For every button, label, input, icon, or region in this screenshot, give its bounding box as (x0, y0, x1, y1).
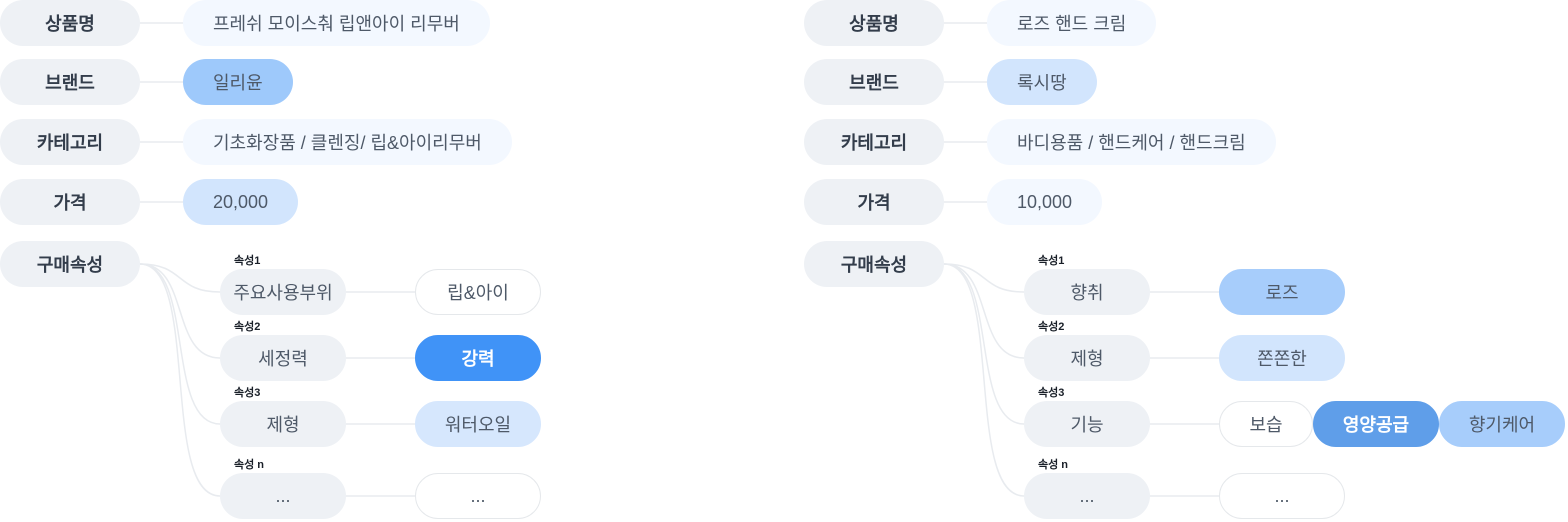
attribute-value: 강력 (415, 335, 541, 381)
brand-key: 브랜드 (804, 59, 944, 105)
product-name-value: 프레쉬 모이스춰 립앤아이 리무버 (183, 0, 490, 46)
attribute-name: ... (1024, 473, 1150, 519)
category-key: 카테고리 (804, 119, 944, 165)
attribute-name: 주요사용부위 (220, 269, 346, 315)
attribute-value: 향기케어 (1439, 401, 1565, 447)
attribute-tag: 속성1 (1038, 255, 1065, 267)
attribute-value: 립&아이 (415, 269, 541, 315)
attribute-name: ... (220, 473, 346, 519)
attribute-tag: 속성3 (1038, 387, 1065, 399)
attribute-name: 향취 (1024, 269, 1150, 315)
attribute-value: 쫀쫀한 (1219, 335, 1345, 381)
attribute-value: 로즈 (1219, 269, 1345, 315)
brand-value: 일리윤 (183, 59, 293, 105)
category-value: 바디용품 / 핸드케어 / 핸드크림 (987, 119, 1276, 165)
category-key: 카테고리 (0, 119, 140, 165)
attribute-name: 세정력 (220, 335, 346, 381)
price-key: 가격 (804, 179, 944, 225)
attribute-value: ... (415, 473, 541, 519)
brand-key: 브랜드 (0, 59, 140, 105)
attribute-value: 영양공급 (1313, 401, 1439, 447)
price-key: 가격 (0, 179, 140, 225)
product-name-value: 로즈 핸드 크림 (987, 0, 1157, 46)
product-diagram-1: 상품명 프레쉬 모이스춰 립앤아이 리무버 브랜드 일리윤 카테고리 기초화장품… (0, 0, 541, 519)
purchase-attributes-key: 구매속성 (804, 241, 944, 287)
attribute-tag: 속성2 (234, 321, 261, 333)
attribute-name: 기능 (1024, 401, 1150, 447)
attribute-value: ... (1219, 473, 1345, 519)
attribute-tag: 속성2 (1038, 321, 1065, 333)
brand-value: 록시땅 (987, 59, 1097, 105)
attribute-value: 워터오일 (415, 401, 541, 447)
attribute-name: 제형 (1024, 335, 1150, 381)
price-value: 10,000 (987, 179, 1103, 225)
attribute-value: 보습 (1219, 401, 1313, 447)
product-name-key: 상품명 (0, 0, 140, 46)
attribute-tag: 속성3 (234, 387, 261, 399)
product-name-key: 상품명 (804, 0, 944, 46)
attribute-tag: 속성 n (234, 459, 265, 471)
attribute-tag: 속성1 (234, 255, 261, 267)
attribute-name: 제형 (220, 401, 346, 447)
category-value: 기초화장품 / 클렌징/ 립&아이리무버 (183, 119, 512, 165)
product-diagram-2: 상품명 로즈 핸드 크림 브랜드 록시땅 카테고리 바디용품 / 핸드케어 / … (804, 0, 1568, 522)
price-value: 20,000 (183, 179, 299, 225)
attribute-tag: 속성 n (1038, 459, 1069, 471)
purchase-attributes-key: 구매속성 (0, 241, 140, 287)
